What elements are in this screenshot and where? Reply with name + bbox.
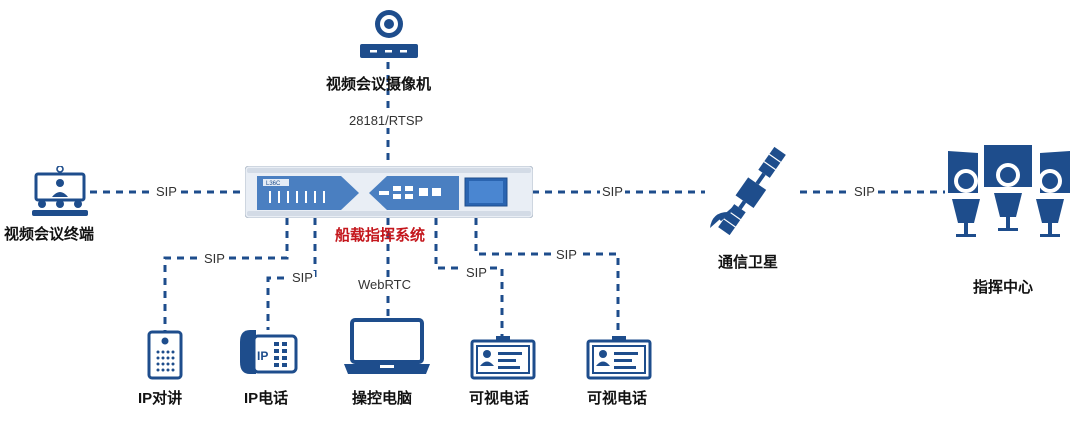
intercom-label: IP对讲 (138, 390, 183, 407)
ip-phone-icon: IP (240, 330, 298, 374)
link-intercom (163, 218, 289, 332)
link-videophone2 (474, 218, 620, 338)
link-label-pc: WebRTC (356, 277, 413, 292)
link-label-camera: 28181/RTSP (347, 113, 426, 128)
link-label-intercom: SIP (202, 251, 227, 266)
video-phone-icon-1 (470, 336, 536, 380)
intercom-icon (147, 330, 183, 380)
svg-text:IP: IP (257, 349, 268, 363)
link-label-video-phone-1: SIP (464, 265, 489, 280)
camera-label: 视频会议摄像机 (326, 76, 432, 93)
video-phone-icon-2 (586, 336, 652, 380)
console-pc-label: 操控电脑 (352, 390, 413, 407)
camera-icon (360, 10, 418, 58)
system-label: 船载指挥系统 (335, 227, 426, 244)
conference-terminal-icon (32, 166, 88, 216)
link-label-satellite: SIP (600, 184, 625, 199)
link-label-ip-phone: SIP (290, 270, 315, 285)
link-label-video-phone-2: SIP (554, 247, 579, 262)
satellite-label: 通信卫星 (718, 254, 779, 271)
conference-terminal-label: 视频会议终端 (4, 226, 95, 243)
rack-device-icon: L36C (245, 166, 533, 218)
device-panel-label: L36C (266, 181, 281, 187)
video-phone-label-1: 可视电话 (469, 390, 530, 407)
command-center-label: 指挥中心 (973, 279, 1034, 296)
link-label-center: SIP (852, 184, 877, 199)
satellite-icon (710, 146, 786, 236)
command-center-icon (948, 145, 1070, 237)
laptop-icon (344, 318, 430, 374)
ip-phone-label: IP电话 (244, 390, 289, 407)
link-label-terminal: SIP (154, 184, 179, 199)
video-phone-label-2: 可视电话 (587, 390, 648, 407)
